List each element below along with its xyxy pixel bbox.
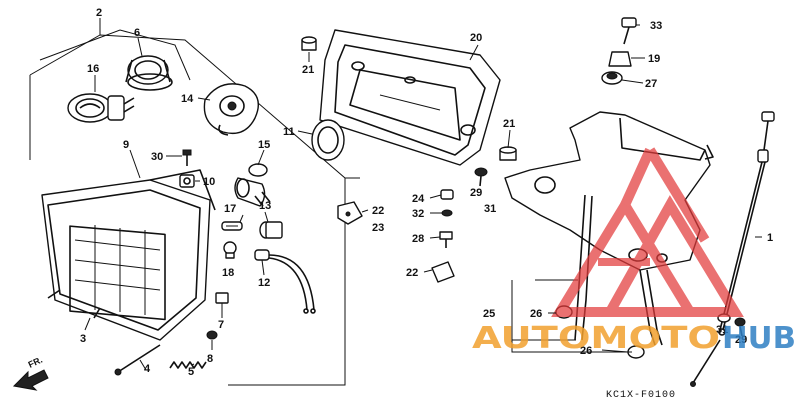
callout-7: 7 bbox=[218, 319, 224, 331]
spring-5 bbox=[169, 361, 207, 369]
callout-21b: 21 bbox=[503, 118, 515, 130]
bolt-33 bbox=[621, 17, 637, 45]
callout-31a: 31 bbox=[484, 203, 496, 215]
callout-19: 19 bbox=[648, 53, 660, 65]
callout-5: 5 bbox=[188, 366, 194, 378]
callout-14: 14 bbox=[181, 93, 194, 105]
grommet-21a bbox=[301, 36, 317, 51]
socket-6 bbox=[125, 55, 173, 91]
grommet-21b bbox=[499, 146, 517, 161]
socket-13 bbox=[259, 221, 283, 239]
callout-numbers: 2 6 16 14 9 30 10 15 11 21 20 33 19 27 2… bbox=[80, 7, 773, 378]
screw-28 bbox=[439, 231, 453, 248]
callout-32: 32 bbox=[412, 208, 424, 220]
direction-label: FR. bbox=[27, 355, 44, 370]
callout-13: 13 bbox=[259, 200, 271, 212]
group-outline bbox=[29, 18, 360, 386]
washer-32 bbox=[441, 209, 453, 217]
bulb-17 bbox=[221, 221, 243, 231]
callout-30: 30 bbox=[151, 151, 163, 163]
callout-31b: 31 bbox=[716, 324, 728, 336]
callout-6: 6 bbox=[134, 27, 140, 39]
callout-26b: 26 bbox=[580, 345, 592, 357]
nut-7 bbox=[215, 292, 229, 304]
callout-20: 20 bbox=[470, 32, 482, 44]
callout-29a: 29 bbox=[470, 187, 482, 199]
nut-10 bbox=[179, 174, 195, 188]
front-direction-arrow: FR. bbox=[12, 355, 49, 391]
callout-28: 28 bbox=[412, 233, 424, 245]
callout-1: 1 bbox=[767, 232, 773, 244]
callout-10: 10 bbox=[203, 176, 215, 188]
clip-22a bbox=[337, 201, 363, 225]
watermark-text: AUTOMOTO HUB bbox=[472, 321, 796, 356]
callout-29b: 29 bbox=[735, 334, 747, 346]
bolt-29b bbox=[734, 317, 746, 337]
leader-lines bbox=[84, 24, 762, 371]
nut-8 bbox=[206, 330, 218, 340]
bulb-18 bbox=[223, 241, 237, 259]
watermark-logo bbox=[551, 147, 744, 317]
screw-4 bbox=[114, 344, 161, 376]
headlight-unit-9 bbox=[41, 169, 216, 341]
callout-11: 11 bbox=[283, 126, 295, 138]
callout-3: 3 bbox=[80, 333, 86, 345]
watermark-text-right: HUB bbox=[722, 321, 796, 356]
headlight-case-20 bbox=[319, 29, 501, 166]
clip-22b bbox=[431, 261, 455, 283]
callout-22a: 22 bbox=[372, 205, 384, 217]
dust-cover-14 bbox=[203, 83, 259, 136]
drawing-code: KC1X-F0100 bbox=[606, 390, 676, 400]
bolt-29a bbox=[474, 167, 488, 187]
callout-24: 24 bbox=[412, 193, 425, 205]
callout-23: 23 bbox=[372, 222, 384, 234]
callout-25: 25 bbox=[483, 308, 495, 320]
callout-9: 9 bbox=[123, 139, 129, 151]
callout-15: 15 bbox=[258, 139, 270, 151]
grommet-24 bbox=[440, 189, 454, 200]
grommet-27 bbox=[601, 71, 623, 85]
callout-17: 17 bbox=[224, 203, 236, 215]
collar-19 bbox=[608, 51, 632, 67]
callout-26a: 26 bbox=[530, 308, 542, 320]
callout-18: 18 bbox=[222, 267, 234, 279]
callout-8: 8 bbox=[207, 353, 213, 365]
callout-27: 27 bbox=[645, 78, 657, 90]
callout-4: 4 bbox=[144, 363, 151, 375]
callout-22b: 22 bbox=[406, 267, 418, 279]
callout-16: 16 bbox=[87, 63, 99, 75]
callout-12: 12 bbox=[258, 277, 270, 289]
callout-21a: 21 bbox=[302, 64, 314, 76]
bulb-15 bbox=[234, 163, 271, 207]
watermark-text-left: AUTOMOTO bbox=[472, 321, 720, 356]
callout-33: 33 bbox=[650, 20, 662, 32]
screw-30 bbox=[182, 149, 192, 166]
bulb-16 bbox=[67, 93, 135, 123]
callout-2: 2 bbox=[96, 7, 102, 19]
seal-ring-11 bbox=[311, 119, 345, 161]
